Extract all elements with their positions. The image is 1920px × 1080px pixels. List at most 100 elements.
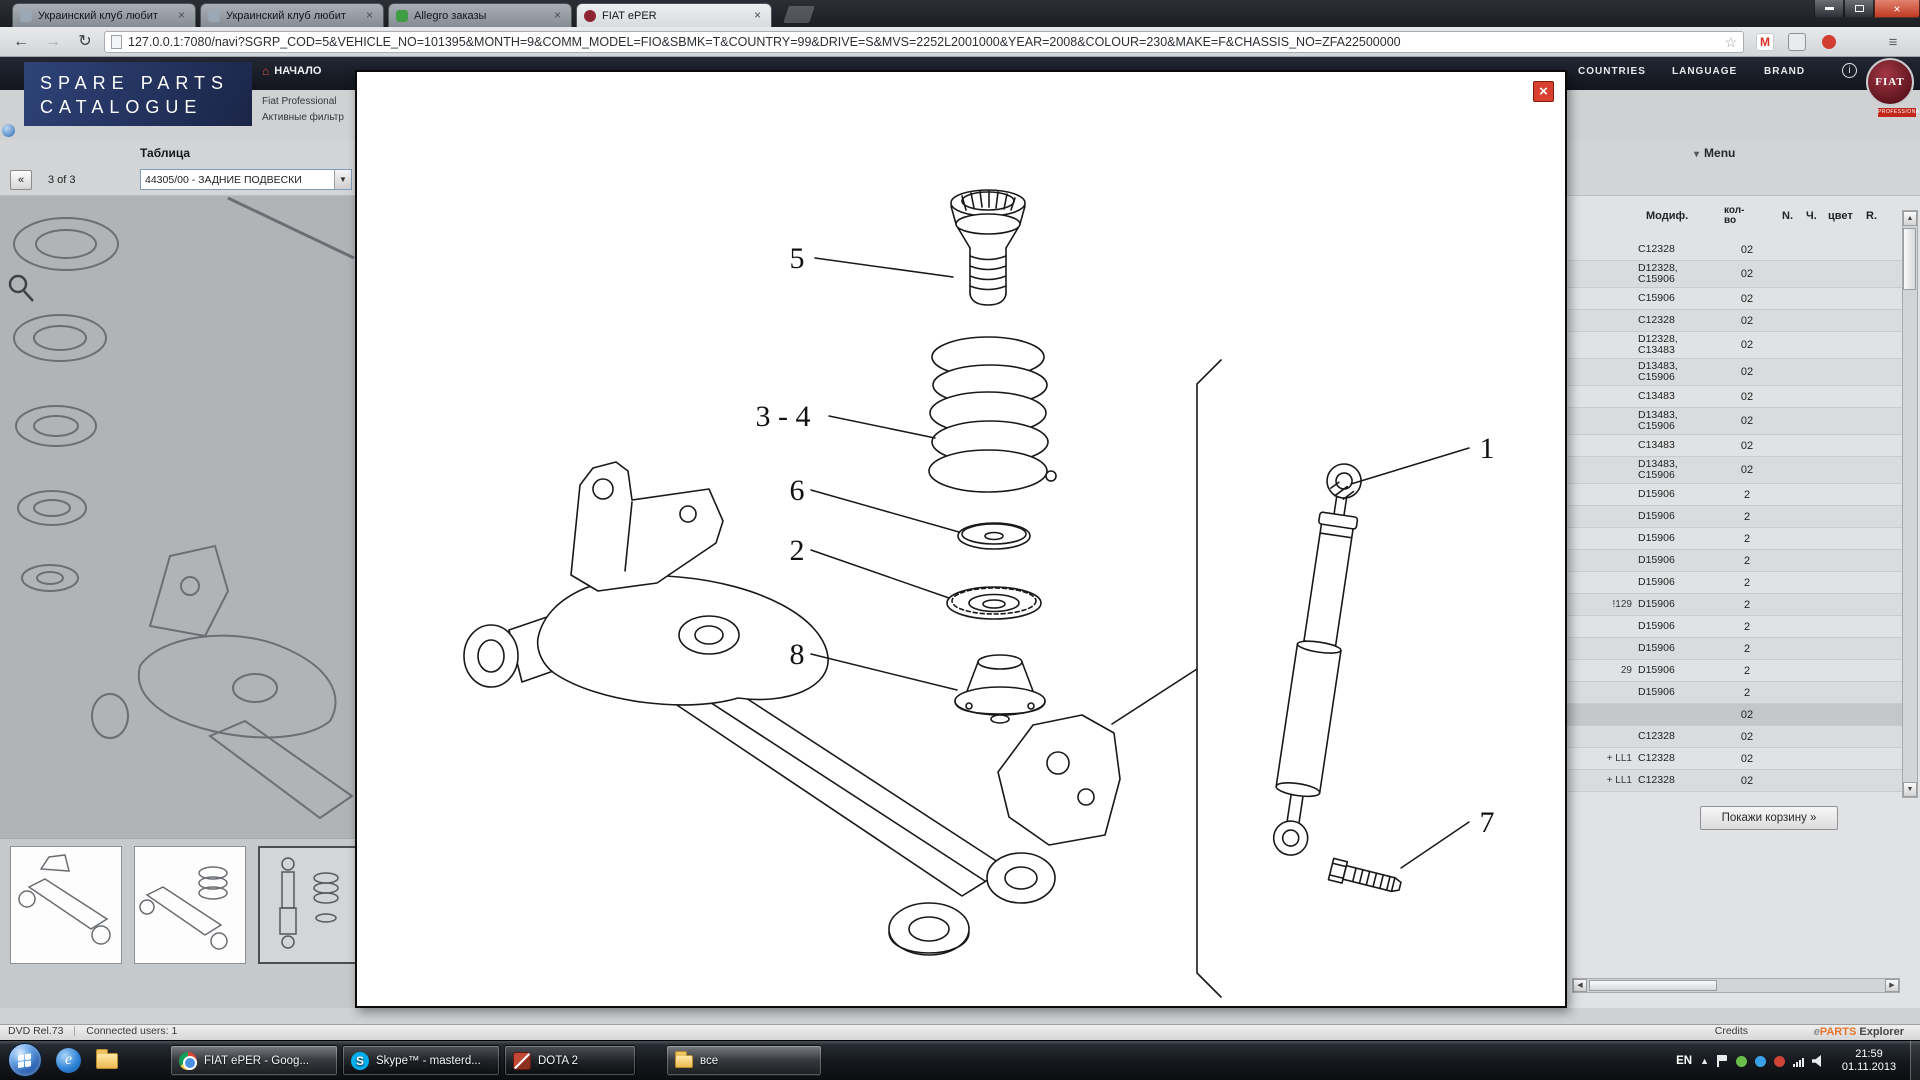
url-bar[interactable]: 127.0.0.1:7080/navi?SGRP_COD=5&VEHICLE_N… <box>104 31 1744 53</box>
bookmark-star-icon[interactable] <box>1724 34 1737 51</box>
menu-countries[interactable]: COUNTRIES <box>1578 66 1646 77</box>
skype-tray-icon[interactable] <box>1755 1055 1766 1067</box>
horizontal-scrollbar[interactable]: ◀ ▶ <box>1572 978 1900 993</box>
antivirus-tray-icon[interactable] <box>1736 1055 1747 1067</box>
tab-close-icon[interactable] <box>363 9 376 22</box>
browser-tab-active[interactable]: FIAT ePER <box>576 3 772 27</box>
scroll-down-icon[interactable]: ▼ <box>1903 782 1917 797</box>
fiat-logo-text: FIAT <box>1875 76 1905 88</box>
show-hidden-icons-button[interactable] <box>1700 1056 1709 1066</box>
tray-clock[interactable]: 21:59 01.11.2013 <box>1832 1048 1906 1074</box>
row-quantity: 02 <box>1740 730 1754 743</box>
row-prefix: + LL1 <box>1606 753 1632 764</box>
menu-brand[interactable]: BRAND <box>1764 66 1806 77</box>
internet-explorer-icon[interactable] <box>56 1048 81 1073</box>
diagram-label-1: 1 <box>1480 432 1495 465</box>
tab-close-icon[interactable] <box>751 9 764 22</box>
taskbar-button-folder-vse[interactable]: все <box>666 1045 822 1076</box>
language-indicator[interactable]: EN <box>1676 1055 1693 1067</box>
start-button[interactable] <box>8 1043 42 1077</box>
taskbar-button-fiat-eper[interactable]: FIAT ePER - Goog... <box>170 1045 338 1076</box>
back-button[interactable] <box>8 30 34 54</box>
taskbar: FIAT ePER - Goog... Skype™ - masterd... … <box>0 1040 1920 1080</box>
scroll-up-icon[interactable]: ▲ <box>1903 211 1917 226</box>
header-r: R. <box>1866 210 1877 222</box>
thumbnail-1[interactable] <box>10 846 122 964</box>
row-quantity: 02 <box>1740 415 1754 427</box>
taskbar-button-dota2[interactable]: DOTA 2 <box>504 1045 636 1076</box>
menu-button[interactable]: Menu <box>1694 146 1735 160</box>
scrollbar-thumb[interactable] <box>1903 228 1916 290</box>
header-quantity: кол- во <box>1724 205 1745 226</box>
row-quantity: 2 <box>1743 532 1751 545</box>
forward-button[interactable] <box>40 30 66 54</box>
browser-tab[interactable]: Украинский клуб любит <box>12 3 196 27</box>
pager-prev-button[interactable]: « <box>10 170 32 190</box>
gmail-icon[interactable] <box>1756 33 1774 51</box>
scrollbar-thumb[interactable] <box>1589 980 1717 991</box>
show-cart-button[interactable]: Покажи корзину » <box>1700 806 1838 830</box>
folder-icon[interactable] <box>96 1049 118 1069</box>
nav-sub-filters[interactable]: Активные фильтр <box>262 112 344 123</box>
table-select[interactable]: 44305/00 - ЗАДНИЕ ПОДВЕСКИ <box>140 169 352 190</box>
scroll-right-icon[interactable]: ▶ <box>1885 979 1899 992</box>
close-window-button[interactable] <box>1874 0 1920 18</box>
zoom-icon[interactable] <box>8 274 34 302</box>
info-icon[interactable] <box>1842 63 1857 78</box>
tab-close-icon[interactable] <box>175 9 188 22</box>
table-row[interactable]: 02 <box>1566 704 1902 726</box>
nav-sub-profile[interactable]: Fiat Professional <box>262 96 337 107</box>
show-desktop-button[interactable] <box>1910 1041 1920 1080</box>
url-text[interactable]: 127.0.0.1:7080/navi?SGRP_COD=5&VEHICLE_N… <box>128 35 1401 49</box>
menu-language[interactable]: LANGUAGE <box>1672 66 1738 77</box>
reload-button[interactable] <box>72 30 98 54</box>
vertical-scrollbar[interactable]: ▲ ▼ <box>1902 210 1918 798</box>
volume-icon[interactable] <box>1812 1055 1821 1067</box>
app-tray-icon[interactable] <box>1774 1055 1785 1067</box>
dialog-close-button[interactable] <box>1533 81 1554 102</box>
taskbar-button-skype[interactable]: Skype™ - masterd... <box>342 1045 500 1076</box>
clipboard-extension-icon[interactable] <box>1788 33 1806 51</box>
row-quantity: 02 <box>1740 314 1754 327</box>
maximize-button[interactable] <box>1844 0 1874 18</box>
new-tab-button[interactable] <box>783 6 815 23</box>
diagram-label-5: 5 <box>790 242 805 275</box>
record-extension-icon[interactable] <box>1822 35 1836 49</box>
browser-menu-icon[interactable] <box>1884 33 1902 51</box>
nav-home[interactable]: НАЧАЛО <box>262 64 321 78</box>
tab-close-icon[interactable] <box>551 9 564 22</box>
thumbnail-3-selected[interactable] <box>258 846 370 964</box>
network-icon[interactable] <box>1793 1056 1804 1067</box>
credits-link[interactable]: Credits <box>1714 1025 1748 1037</box>
thumbnail-2[interactable] <box>134 846 246 964</box>
browser-tab[interactable]: Allegro заказы <box>388 3 572 27</box>
browser-tab[interactable]: Украинский клуб любит <box>200 3 384 27</box>
minimize-button[interactable] <box>1814 0 1844 18</box>
dropdown-arrow-icon[interactable] <box>334 170 351 189</box>
action-center-icon[interactable] <box>1717 1055 1728 1067</box>
scroll-left-icon[interactable]: ◀ <box>1573 979 1587 992</box>
